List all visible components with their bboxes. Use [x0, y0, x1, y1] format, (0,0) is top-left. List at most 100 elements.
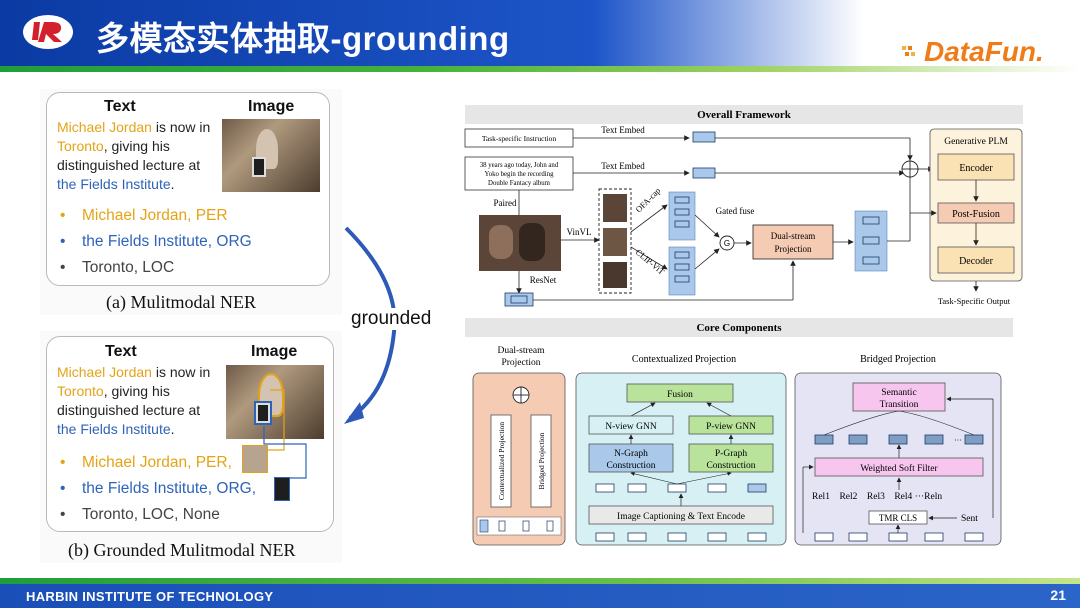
overall-title: Overall Framework [697, 109, 792, 121]
grounded-arrow [344, 226, 397, 424]
panel-b-entity-1: •Michael Jordan, PER, [60, 454, 232, 471]
ctx-input-token-row [595, 532, 767, 542]
person-crop-icon [242, 445, 268, 473]
generative-plm-label: Generative PLM [944, 137, 1008, 147]
ctx-token-row [595, 483, 767, 493]
region-crop-1 [603, 194, 627, 222]
ofa-cap-label: OFA-cap [633, 185, 662, 214]
core-title-bar [465, 318, 1013, 337]
panel-b-image-header: Image [251, 343, 298, 360]
weighted-soft-filter-label: Weighted Soft Filter [860, 463, 938, 474]
fusion-box [626, 383, 734, 403]
task-instruction-label: Task-specific Instruction [482, 134, 556, 143]
panel-b-caption: (b) Grounded Mulitmodal NER [68, 540, 296, 560]
gate-label: G [724, 239, 730, 248]
sign-board [252, 157, 266, 177]
panel-b-entity-3: •Toronto, LOC, None [60, 506, 220, 523]
embed-token-1 [692, 131, 716, 143]
panel-b-entity-2: •the Fields Institute, ORG, [60, 480, 257, 497]
region-crops-box [598, 188, 632, 294]
bridged-proj-vertical-box [530, 414, 552, 508]
region-crop-3 [603, 262, 627, 288]
clip-token-stack [668, 246, 696, 296]
relations-label: Rel1 Rel2 Rel3 Rel4 ···Reln [812, 492, 942, 502]
footer-accent-line [0, 578, 1080, 584]
footer-band [0, 584, 1080, 608]
n-graph-box [588, 443, 674, 473]
n-graph-label-1: N-Graph [614, 449, 648, 459]
dual-stream-box [752, 224, 834, 260]
contextualized-projection-title: Contextualized Projection [632, 354, 736, 365]
page-number: 21 [1050, 587, 1066, 603]
panel-b-sentence: Michael Jordan is now in Toronto, giving… [57, 364, 211, 437]
region-crop-2 [603, 228, 627, 256]
sample-text-line-3: Double Fantacy album [488, 180, 551, 187]
caption-token-stack [668, 191, 696, 241]
core-dual-label-2: Projection [501, 358, 540, 368]
bridged-projection-title: Bridged Projection [860, 354, 936, 365]
p-graph-label-2: Construction [706, 461, 755, 471]
panel-a-image-header: Image [248, 98, 295, 115]
panel-b-text-header: Text [105, 343, 137, 360]
vinvl-label: VinVL [567, 227, 592, 237]
header-band [0, 0, 1080, 66]
semantic-label-1: Semantic [881, 388, 916, 398]
panel-a-entity-1: •Michael Jordan, PER [60, 207, 228, 224]
n-graph-label-2: Construction [606, 461, 655, 471]
sample-text-line-2: Yoko begin the recording [485, 171, 555, 178]
text-embed-label-1: Text Embed [601, 125, 645, 135]
decoder-label: Decoder [959, 256, 994, 267]
header-accent-line [0, 66, 1080, 72]
dual-stream-label-1: Dual-stream [771, 231, 815, 241]
encoder-box [937, 153, 1015, 181]
tmr-cls-label: TMR CLS [879, 513, 917, 523]
hit-logo-icon [23, 15, 73, 49]
resnet-token [504, 292, 534, 307]
clip-vit-label: CLIP-ViT [634, 247, 667, 277]
lecture-photo-a [222, 119, 320, 192]
image-captioning-label: Image Captioning & Text Encode [617, 512, 745, 522]
sign-board [254, 401, 272, 425]
lecture-photo-b [226, 365, 324, 439]
grounding-connectors [263, 389, 307, 479]
text-embed-label-2: Text Embed [601, 161, 645, 171]
dual-stream-label-2: Projection [775, 244, 812, 254]
footer-institution: HARBIN INSTITUTE OF TECHNOLOGY [26, 589, 274, 604]
sent-label: Sent [961, 514, 978, 524]
framework-diagram: Overall Framework Task-specific Instruct… [455, 97, 1031, 555]
p-view-gnn-label: P-view GNN [706, 422, 756, 432]
resnet-label: ResNet [530, 275, 557, 285]
core-title: Core Components [696, 322, 782, 334]
sign-crop-icon [274, 477, 290, 501]
fusion-label: Fusion [667, 390, 693, 400]
encoder-label: Encoder [959, 163, 993, 174]
sample-text-line-1: 38 years ago today, John and [480, 162, 559, 169]
panel-a-entity-3: •Toronto, LOC [60, 259, 175, 276]
panel-a-caption: (a) Mulitmodal NER [106, 292, 256, 312]
grounded-label: grounded [349, 308, 434, 330]
n-view-gnn-label: N-view GNN [605, 422, 657, 432]
bridged-input-token-row [814, 532, 984, 542]
paired-label: Paired [494, 198, 517, 208]
embed-token-2 [692, 167, 716, 179]
decoder-box [937, 246, 1015, 274]
p-graph-label-1: P-Graph [715, 449, 747, 459]
ctx-proj-vertical-label: Contextualized Projection [497, 422, 506, 500]
core-dual-label-1: Dual-stream [498, 346, 546, 356]
semantic-transition-box [852, 382, 946, 412]
page-title: 多模态实体抽取-grounding [96, 20, 510, 57]
tmr-cls-box [868, 510, 928, 525]
panel-a-text-header: Text [104, 98, 136, 115]
ctx-proj-vertical-box [490, 414, 512, 508]
panel-a-sentence: Michael Jordan is now in Toronto, giving… [57, 119, 211, 192]
datafun-dots-icon [902, 46, 915, 56]
bridged-proj-vertical-label: Bridged Projection [537, 432, 546, 489]
token-ellipsis: ··· [954, 436, 962, 445]
semantic-label-2: Transition [880, 400, 919, 410]
bridged-token-row: ··· [814, 434, 984, 445]
post-fusion-label: Post-Fusion [952, 209, 1000, 220]
gated-fuse-label: Gated fuse [716, 206, 755, 216]
panel-a-entity-2: •the Fields Institute, ORG [60, 233, 252, 250]
overall-title-bar [465, 105, 1023, 124]
projected-token-stack [854, 210, 888, 272]
